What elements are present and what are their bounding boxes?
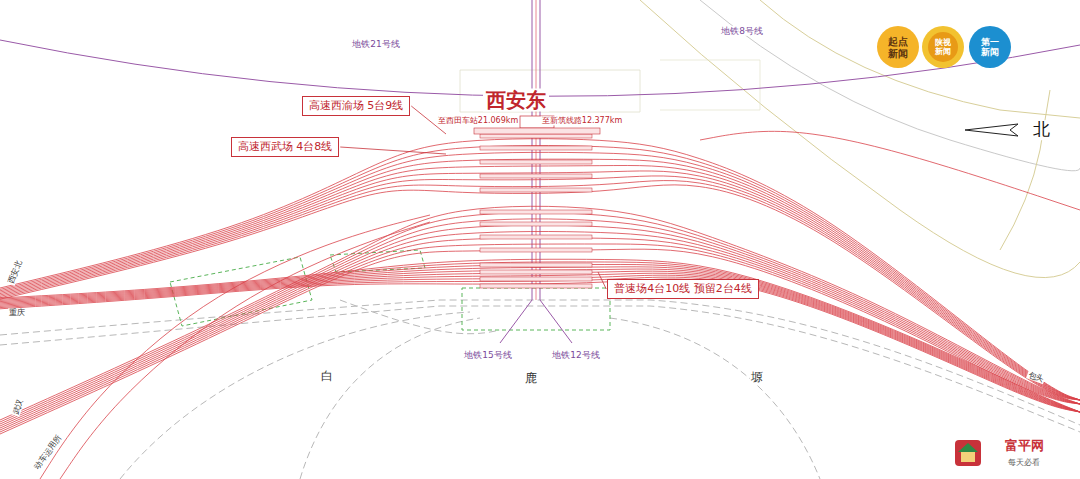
platform <box>480 235 592 239</box>
yard-label: 高速西渝场 5台9线 <box>309 99 404 112</box>
future-track <box>610 318 820 479</box>
track-line <box>0 206 1080 420</box>
place-name: 塬 <box>750 371 764 385</box>
track-line <box>0 171 1080 400</box>
track-line <box>0 273 1080 412</box>
track-line <box>700 131 1080 210</box>
direction-name: 武汉 <box>11 397 26 417</box>
track-line <box>0 165 1080 400</box>
road <box>640 0 1080 278</box>
metro-name: 地铁12号线 <box>551 350 600 360</box>
north-arrow-shape <box>965 124 1018 136</box>
concourse <box>474 128 600 134</box>
watermark-icon <box>955 440 981 466</box>
track-line <box>0 279 1080 412</box>
future-track <box>120 312 470 479</box>
track-line <box>0 277 1080 412</box>
track-line <box>0 238 1080 430</box>
platform <box>480 284 592 288</box>
track-line <box>0 232 1080 428</box>
track-line <box>0 264 1080 412</box>
north-arrow <box>965 124 1018 136</box>
distance-note: 至新筑线路12.377km <box>541 116 623 125</box>
place-name: 白 <box>320 370 334 384</box>
leader-line <box>340 147 446 154</box>
logo-text: 陕视新闻 <box>934 38 952 56</box>
yard-label: 高速西武场 4台8线 <box>238 140 333 153</box>
platform <box>480 270 592 274</box>
watermark: 每天必看 <box>1007 458 1041 467</box>
metro-name: 地铁21号线 <box>351 39 400 49</box>
logo-disc <box>877 26 919 68</box>
yard-label-box: 普速场4台10线 预留2台4线 <box>607 279 759 298</box>
future-track <box>300 318 480 479</box>
plaza <box>660 60 760 110</box>
watermark: 富平网 <box>1004 439 1045 454</box>
platform <box>480 160 592 164</box>
track-line <box>0 139 1080 400</box>
platform <box>480 134 592 138</box>
leaders <box>340 106 606 289</box>
logo-disc <box>928 32 958 62</box>
direction-name: 重庆 <box>8 308 26 317</box>
yard-label: 普速场4台10线 预留2台4线 <box>614 282 752 295</box>
track-line <box>0 249 1080 434</box>
track-line <box>0 159 1080 400</box>
direction-name: 西安北 <box>6 258 24 286</box>
track-line <box>0 244 1080 432</box>
future-track <box>340 300 500 334</box>
metro-name: 地铁15号线 <box>463 350 512 360</box>
track-line <box>40 215 430 479</box>
track-line <box>0 267 1080 412</box>
platform <box>480 188 592 192</box>
track-line <box>60 222 430 479</box>
platform <box>480 210 592 214</box>
platforms <box>480 134 592 288</box>
yard-label-box: 高速西渝场 5台9线 <box>302 96 411 115</box>
future-track <box>0 300 1080 425</box>
track-line <box>0 219 1080 424</box>
metro-name: 地铁8号线 <box>720 26 764 36</box>
track-line <box>0 275 1080 412</box>
metro-line <box>500 0 532 343</box>
station-title: 西安东 <box>483 89 549 112</box>
place-name: 鹿 <box>524 372 538 386</box>
watermark-icon-shape <box>958 443 978 452</box>
watermark-icon-shape <box>961 452 975 462</box>
track-line <box>0 259 1080 412</box>
north-label: 北 <box>1032 120 1051 140</box>
logos <box>877 26 1011 68</box>
track-line <box>0 152 1080 400</box>
logo-disc <box>922 26 964 68</box>
platform <box>480 277 592 281</box>
distance-note: 至西田车站21.069km <box>437 116 519 125</box>
track-line <box>0 271 1080 412</box>
road <box>1000 90 1050 250</box>
platform <box>480 248 592 252</box>
platform <box>480 222 592 226</box>
logo-disc <box>969 26 1011 68</box>
track-line <box>0 225 1080 426</box>
plaza <box>460 70 640 112</box>
yard-label-box: 高速西武场 4台8线 <box>231 137 340 156</box>
platform <box>480 263 592 267</box>
logo-text: 起点新闻 <box>887 36 910 59</box>
platform <box>480 146 592 150</box>
track-line <box>0 269 1080 412</box>
leader-line <box>598 272 606 289</box>
road <box>760 0 1080 118</box>
watermark-icon-shape <box>955 440 981 466</box>
road <box>700 0 1080 171</box>
platform <box>480 174 592 178</box>
metro-line <box>540 0 572 343</box>
tracks <box>0 131 1080 479</box>
logo-text: 第一新闻 <box>980 37 1000 58</box>
